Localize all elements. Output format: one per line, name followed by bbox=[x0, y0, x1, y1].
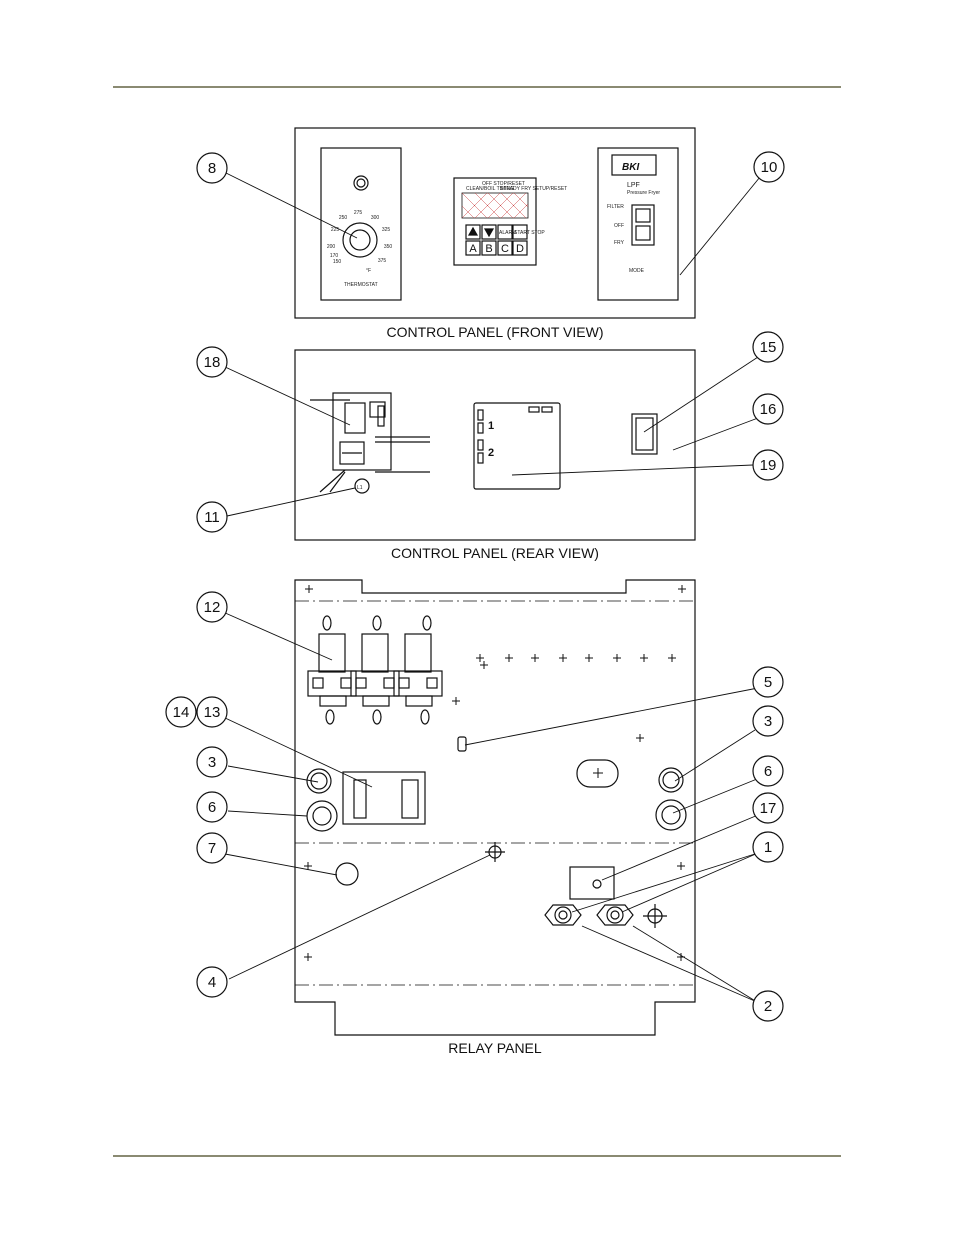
callout-17: 17 bbox=[760, 800, 777, 817]
model-sub-label: Pressure Fryer bbox=[627, 190, 660, 196]
relay-3 bbox=[404, 633, 432, 673]
callout-3-left: 3 bbox=[208, 754, 216, 771]
tick-225: 225 bbox=[331, 227, 340, 233]
caption-relay-panel: RELAY PANEL bbox=[448, 1040, 542, 1056]
rear-board bbox=[473, 402, 561, 490]
callout-6-right: 6 bbox=[764, 763, 772, 780]
callout-14: 14 bbox=[173, 704, 190, 721]
thermostat-label: THERMOSTAT bbox=[344, 282, 378, 288]
hi-limit-17 bbox=[569, 866, 615, 900]
key-d: D bbox=[516, 243, 524, 255]
alarm-key-label: ALARM bbox=[499, 230, 516, 236]
mode-position-off: OFF bbox=[614, 223, 624, 229]
model-label: LPF bbox=[627, 182, 640, 189]
callout-15: 15 bbox=[760, 339, 777, 356]
controller-sub-right: STEADY FRY SETUP/RESET bbox=[500, 186, 567, 192]
terminal-block-left bbox=[544, 904, 582, 926]
callout-12: 12 bbox=[204, 599, 221, 616]
callout-7: 7 bbox=[208, 840, 216, 857]
tick-200: 200 bbox=[327, 244, 336, 250]
oval-knockout bbox=[576, 759, 619, 788]
callout-5: 5 bbox=[764, 674, 772, 691]
callout-13: 13 bbox=[204, 704, 221, 721]
mode-position-filter: FILTER bbox=[607, 204, 624, 210]
callout-18: 18 bbox=[204, 354, 221, 371]
caption-rear-view: CONTROL PANEL (REAR VIEW) bbox=[391, 545, 599, 561]
tick-170: 170 bbox=[330, 253, 339, 259]
top-rule bbox=[113, 86, 841, 88]
mode-plate bbox=[597, 147, 679, 301]
callout-10: 10 bbox=[761, 159, 778, 176]
thermostat-plate bbox=[320, 147, 402, 301]
bottom-rule bbox=[113, 1155, 841, 1157]
thermostat-body bbox=[332, 392, 392, 471]
grommet-6-right bbox=[655, 799, 687, 831]
front-panel-outline bbox=[294, 127, 696, 319]
controller-header: OFF STOP/RESET bbox=[482, 181, 525, 187]
brand-logo: BKI bbox=[622, 162, 639, 173]
callout-1: 1 bbox=[764, 839, 772, 856]
tick-325: 325 bbox=[382, 227, 391, 233]
relay-1 bbox=[318, 633, 346, 673]
relay-2 bbox=[361, 633, 389, 673]
rear-terminal-1: 1 bbox=[488, 420, 494, 432]
contactor bbox=[342, 771, 426, 825]
controller-module bbox=[453, 177, 537, 266]
tick-375: 375 bbox=[378, 258, 387, 264]
tick-275: 275 bbox=[354, 210, 363, 216]
key-c: C bbox=[501, 243, 509, 255]
hole-plug-7 bbox=[335, 862, 359, 886]
tick-350: 350 bbox=[384, 244, 393, 250]
mode-rocker-switch bbox=[631, 204, 655, 246]
bushing-3-right bbox=[658, 767, 684, 793]
grommet-6-left bbox=[306, 800, 338, 832]
terminal-l1 bbox=[354, 478, 370, 494]
callout-4: 4 bbox=[208, 974, 216, 991]
terminal-l1-label: L1 bbox=[357, 485, 363, 491]
callout-2: 2 bbox=[764, 998, 772, 1015]
rear-terminal-2: 2 bbox=[488, 447, 494, 459]
thermostat-unit: °F bbox=[366, 268, 371, 274]
component-5 bbox=[457, 736, 467, 752]
callout-8: 8 bbox=[208, 160, 216, 177]
bushing-3-left bbox=[306, 768, 332, 794]
tick-150: 150 bbox=[333, 259, 342, 265]
callout-3-right: 3 bbox=[764, 713, 772, 730]
mode-position-fry: FRY bbox=[614, 240, 625, 246]
rear-panel-outline bbox=[294, 349, 696, 541]
tick-250: 250 bbox=[339, 215, 348, 221]
terminal-block-right bbox=[596, 904, 634, 926]
tick-300: 300 bbox=[371, 215, 380, 221]
callout-16: 16 bbox=[760, 401, 777, 418]
rear-switch bbox=[631, 413, 658, 455]
start-stop-key-label: START STOP bbox=[514, 230, 545, 236]
callout-6-left: 6 bbox=[208, 799, 216, 816]
pilot-light bbox=[353, 175, 369, 191]
thermostat-dial bbox=[342, 222, 378, 258]
mode-label: MODE bbox=[629, 268, 645, 274]
callout-11: 11 bbox=[204, 509, 220, 526]
key-a: A bbox=[469, 243, 477, 255]
caption-front-view: CONTROL PANEL (FRONT VIEW) bbox=[386, 324, 603, 340]
controller-sub-left: CLEAN/BOIL TIMING bbox=[466, 186, 514, 192]
relay-panel-outline bbox=[294, 579, 696, 1036]
callout-19: 19 bbox=[760, 457, 777, 474]
key-b: B bbox=[485, 243, 492, 255]
